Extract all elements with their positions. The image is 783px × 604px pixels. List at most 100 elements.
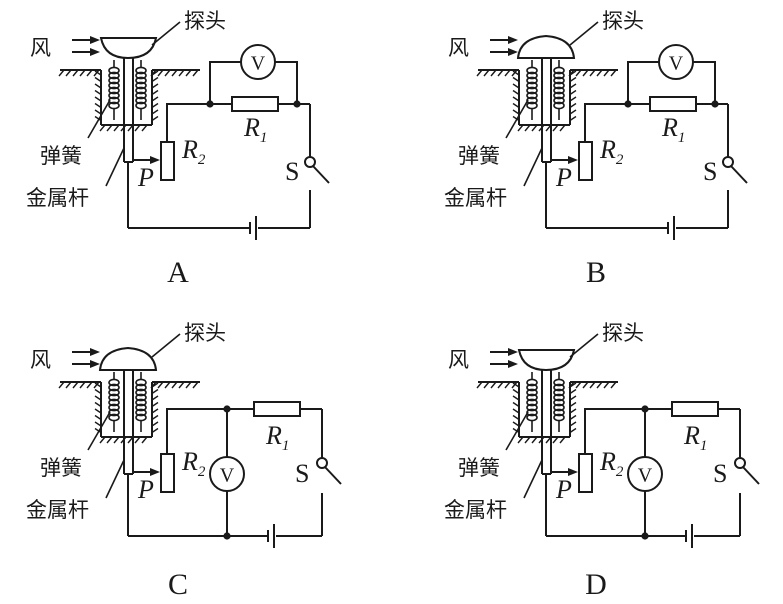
spring-loop: [553, 393, 565, 402]
hatch-tick: [569, 70, 577, 76]
hatch-tick: [151, 408, 159, 414]
battery: [667, 216, 675, 240]
spring-loop: [526, 388, 538, 397]
metal-rod: [541, 58, 552, 163]
spring-loop: [553, 71, 565, 80]
spring-loop: [135, 76, 147, 85]
hatch-tick: [93, 69, 100, 77]
hatch-tick: [151, 109, 159, 115]
battery-gap: [686, 528, 692, 544]
wind-arrow-head: [508, 360, 518, 368]
hatch-tick: [476, 381, 483, 389]
hatch-tick: [504, 381, 511, 389]
hatch-tick: [151, 115, 159, 122]
hatch-tick: [185, 69, 192, 77]
hatch-tick: [569, 109, 577, 115]
wind-arrow-head: [90, 360, 100, 368]
spring-loop: [135, 388, 147, 397]
hatch-tick: [476, 69, 483, 77]
hatch-tick: [151, 414, 159, 421]
switch-label: S: [295, 459, 309, 488]
resistor-r1: [649, 96, 697, 112]
spring-loop: [135, 383, 147, 392]
hatch-tick: [512, 70, 520, 76]
voltmeter-symbol: V: [220, 465, 235, 487]
metal-rod: [541, 370, 552, 475]
option-letter: C: [168, 568, 188, 601]
hatch-tick: [589, 381, 596, 389]
spring-loop: [135, 403, 147, 412]
wall-hatch: [151, 70, 159, 125]
probe-body: [516, 34, 576, 59]
hatch-tick: [552, 436, 559, 444]
voltmeter: V: [240, 44, 276, 80]
wind-arrows: [490, 348, 518, 368]
hatch-tick: [94, 89, 102, 96]
spring-loop: [108, 388, 120, 397]
hatch-tick: [483, 69, 490, 77]
hatch-tick: [603, 69, 610, 77]
hatch-tick: [79, 381, 86, 389]
hatch-tick: [512, 395, 520, 401]
spring-coil: [553, 372, 565, 432]
spring-loop: [526, 71, 538, 80]
slider-label: P: [555, 163, 572, 192]
battery: [249, 216, 257, 240]
hatch-tick: [569, 96, 577, 102]
hatch-tick: [106, 124, 113, 132]
r2-label: R2: [599, 447, 624, 480]
probe-leader: [569, 333, 599, 358]
hatch-tick: [157, 381, 164, 389]
shaft-bottom: [99, 124, 152, 132]
spring-leader: [87, 411, 111, 451]
probe-label: 探头: [602, 321, 644, 345]
hatch-tick: [141, 124, 148, 132]
r2-label: R2: [599, 135, 624, 168]
switch-label: S: [713, 459, 727, 488]
hatch-tick: [524, 436, 531, 444]
hatch-tick: [512, 427, 520, 434]
hatch-tick: [512, 401, 520, 408]
spring-loop: [553, 398, 565, 407]
r1-label: R1: [265, 421, 289, 454]
spring-loop: [553, 86, 565, 95]
hatch-tick: [94, 427, 102, 434]
wind-label: 风: [30, 348, 51, 372]
spring-coil: [108, 60, 120, 120]
wind-arrows: [490, 36, 518, 56]
shaft-bottom: [99, 436, 152, 444]
hatch-tick: [99, 124, 106, 132]
spring-loop: [135, 81, 147, 90]
spring-loop: [553, 96, 565, 105]
hatch-tick: [512, 388, 520, 395]
wire-r2-top: [166, 103, 210, 142]
hatch-tick: [65, 381, 72, 389]
spring-coil: [526, 372, 538, 432]
hatch-tick: [94, 115, 102, 122]
hatch-tick: [106, 436, 113, 444]
spring-loop: [526, 383, 538, 392]
wind-arrows: [72, 36, 100, 56]
hatch-tick: [86, 381, 93, 389]
voltmeter-symbol: V: [251, 53, 266, 75]
probe: [517, 349, 576, 372]
switch-pivot: [304, 156, 316, 168]
metal-rod-label: 金属杆: [444, 498, 507, 522]
hatch-tick: [151, 421, 159, 427]
slider-arrow-head: [568, 156, 578, 164]
hatch-tick: [72, 381, 79, 389]
hatch-tick: [164, 69, 171, 77]
hatch-tick: [511, 381, 518, 389]
r1-label: R1: [683, 421, 707, 454]
hatch-tick: [490, 69, 497, 77]
hatch-tick: [164, 381, 171, 389]
spring-loop: [135, 91, 147, 100]
voltmeter: V: [627, 456, 663, 492]
hatch-tick: [151, 382, 159, 388]
hatch-tick: [151, 96, 159, 102]
hatch-tick: [151, 401, 159, 408]
hatch-tick: [531, 436, 538, 444]
hatch-tick: [94, 408, 102, 414]
